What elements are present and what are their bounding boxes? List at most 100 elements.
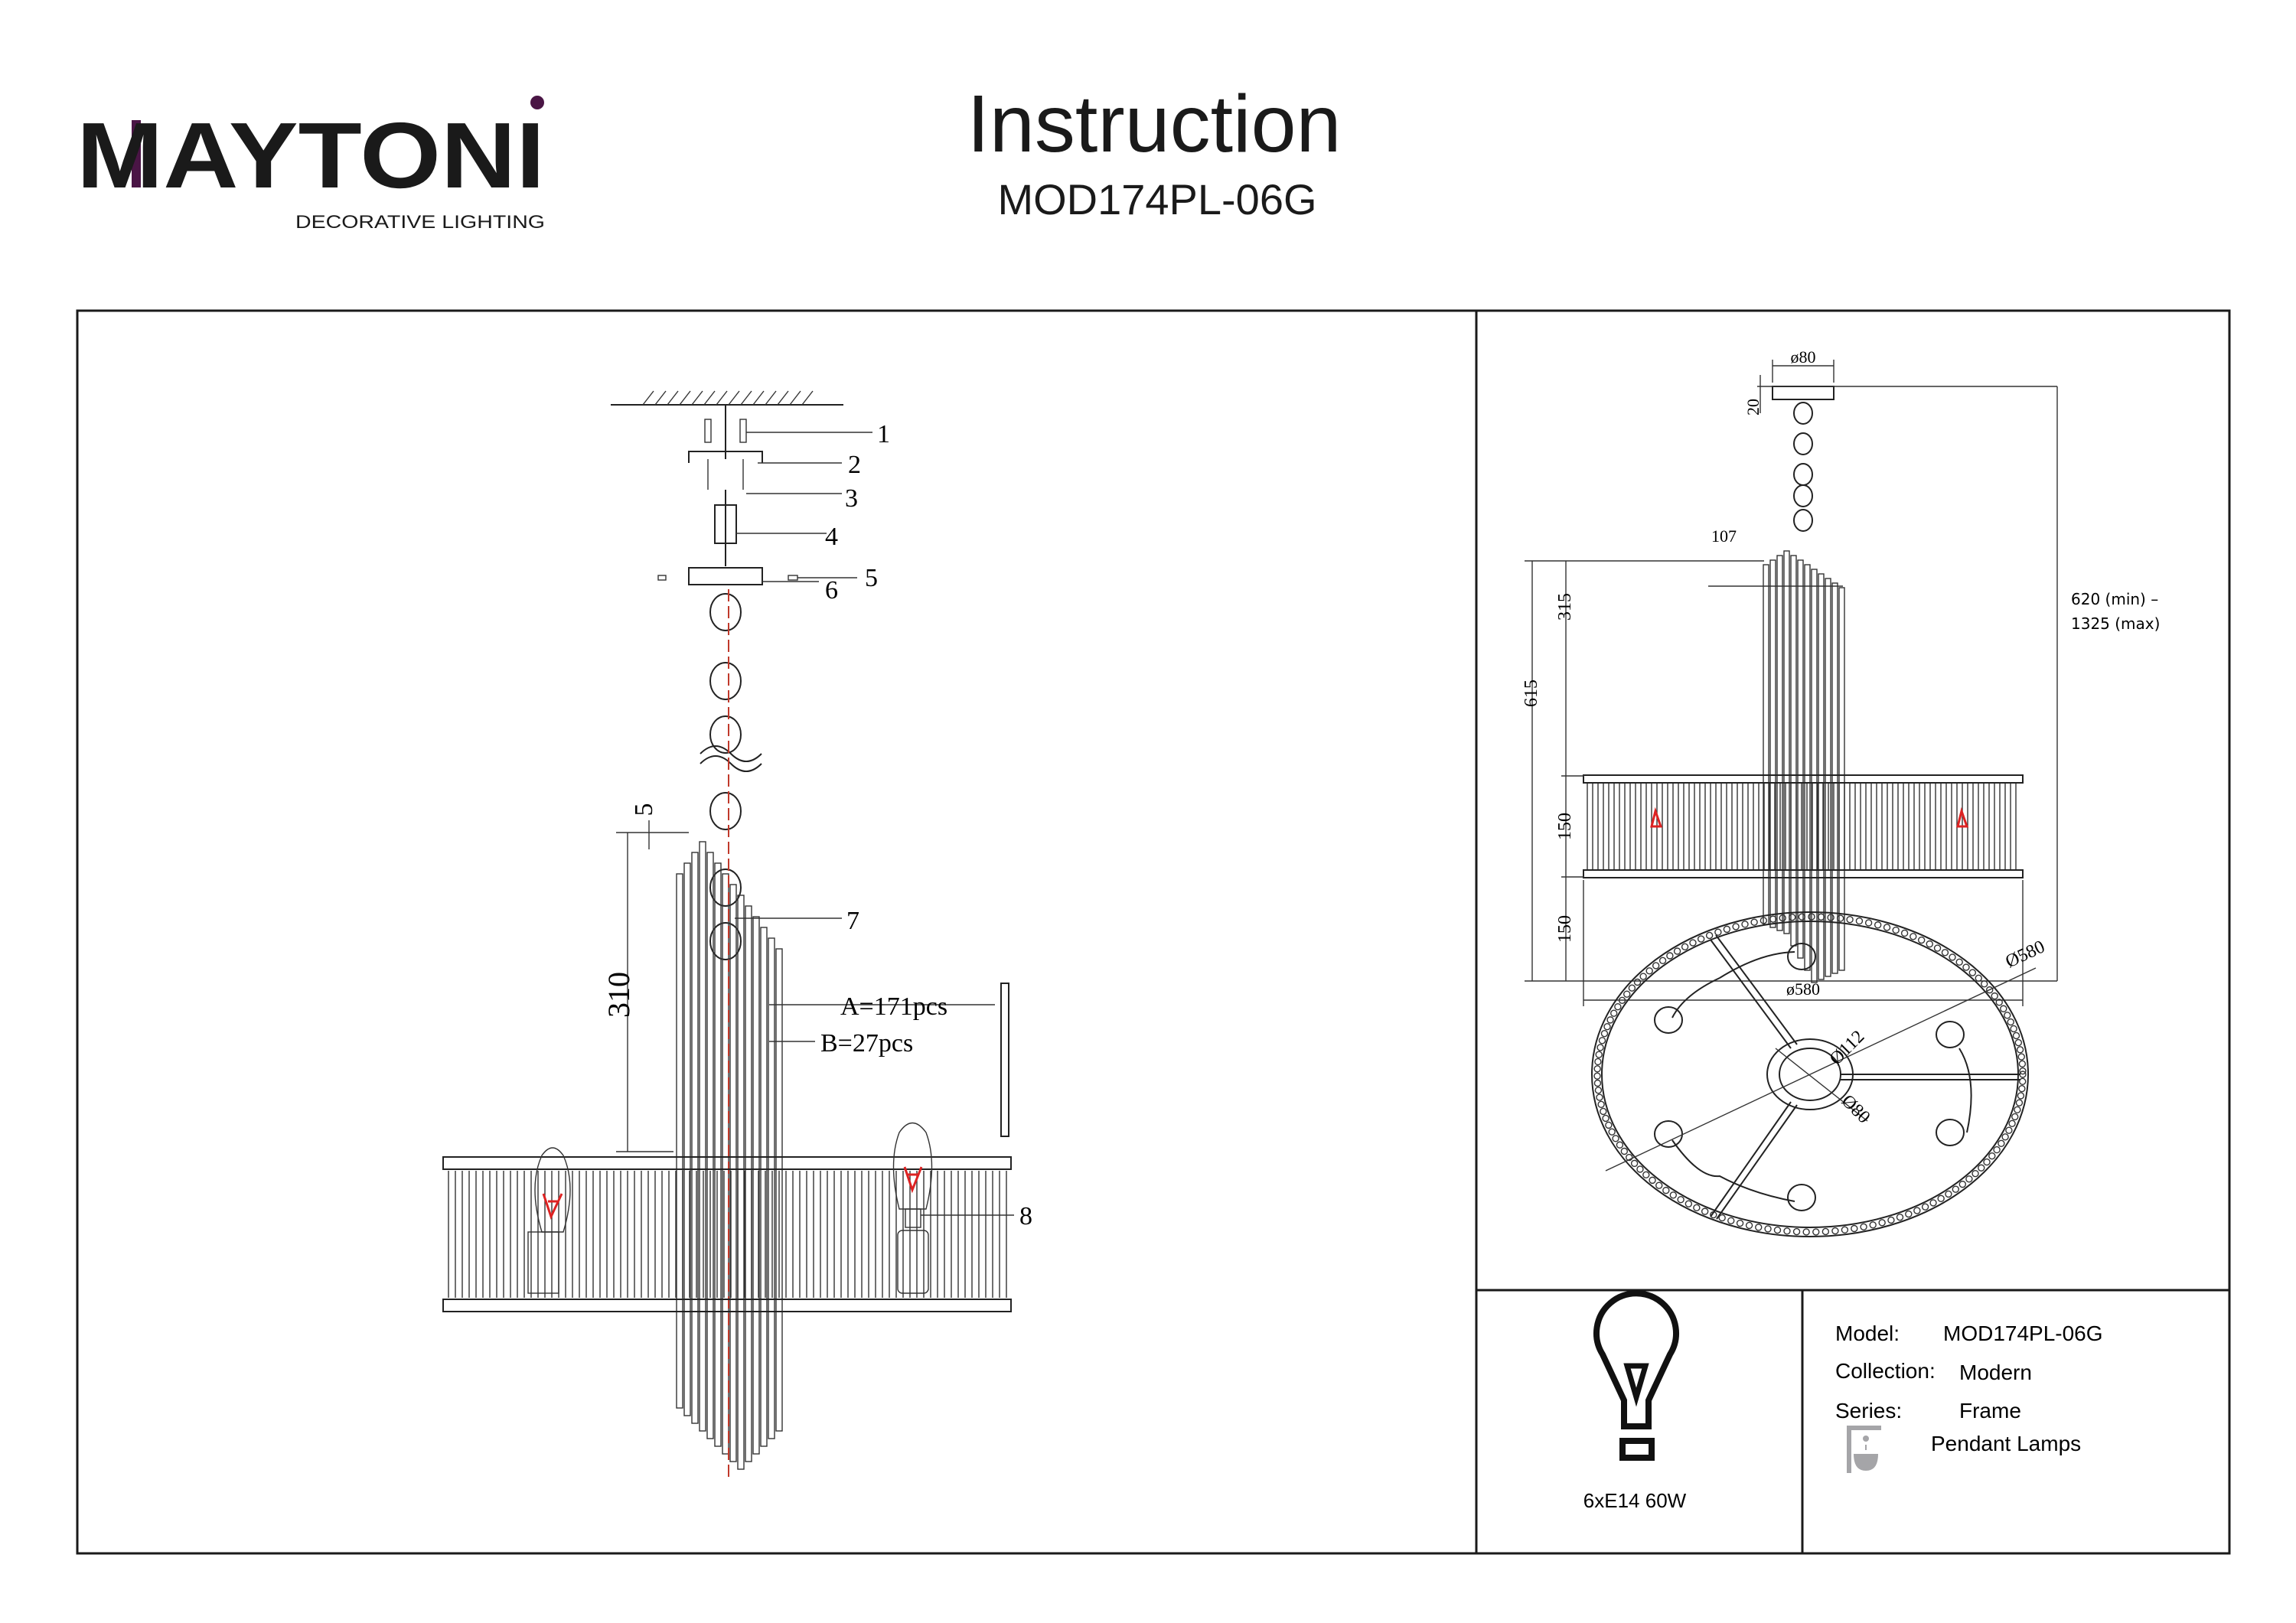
chain-link: [1793, 463, 1813, 486]
bead: [1968, 969, 1977, 976]
bead: [1952, 1185, 1960, 1193]
bead: [1596, 1044, 1604, 1051]
bead: [1874, 921, 1882, 929]
crystal-rod: [683, 862, 691, 1416]
bead: [1693, 1204, 1701, 1212]
maytoni-logo: MAYTONI DECORATIVE LIGHTING: [77, 96, 545, 233]
bead: [1910, 933, 1917, 940]
bead: [1593, 1065, 1601, 1073]
bulb-spec: 6xE14 60W: [1583, 1489, 1687, 1512]
logo-accent-bar: [132, 120, 141, 187]
bead: [2007, 1018, 2014, 1026]
ring-bottom-rim: [1583, 869, 2024, 878]
chain-link: [709, 869, 742, 907]
bead: [1602, 1114, 1609, 1123]
ring-top-rim: [442, 1156, 1012, 1170]
bead: [1600, 1029, 1609, 1038]
bead: [1962, 963, 1970, 971]
bead: [2012, 1031, 2020, 1040]
bead: [1666, 952, 1674, 960]
series-label: Series:: [1835, 1399, 1902, 1423]
dim-hub-diameter: Ø112: [1826, 1027, 1868, 1069]
ring-top-rim: [1583, 774, 2024, 784]
bead: [1929, 1199, 1937, 1207]
crystal-rod: [1818, 573, 1825, 980]
bead: [1831, 1227, 1839, 1235]
crystal-rod: [1825, 578, 1831, 977]
ring-crystals: [448, 1171, 1007, 1298]
chain-link: [1793, 484, 1813, 507]
bead: [1594, 1087, 1603, 1094]
bead: [1883, 924, 1891, 931]
bead: [1878, 1219, 1886, 1227]
bead: [1971, 1169, 1979, 1178]
bead: [2017, 1053, 2025, 1061]
bead: [1605, 1121, 1613, 1129]
bead: [1736, 1219, 1744, 1227]
bead: [1905, 1210, 1913, 1218]
bead: [1921, 1203, 1929, 1211]
hatch-line: [691, 390, 703, 406]
bead: [2019, 1077, 2027, 1086]
model-value: MOD174PL-06G: [1943, 1322, 2103, 1345]
hatch-line: [728, 390, 740, 406]
crystal-rod: [729, 884, 737, 1462]
bead: [1639, 973, 1647, 980]
bead: [1949, 953, 1956, 961]
bead: [1662, 1186, 1670, 1194]
hatch-line: [716, 390, 728, 406]
bead: [1616, 1141, 1624, 1149]
bead: [1649, 1176, 1656, 1185]
bead: [1628, 984, 1636, 992]
bead: [1975, 974, 1982, 983]
bottom-view-drawing: Ø580 Ø112 Ø80: [1591, 911, 2048, 1237]
dim-bottom-diameter: Ø580: [2003, 937, 2048, 972]
hatch-line: [667, 390, 679, 406]
hatch-line: [752, 390, 765, 406]
chain: [709, 593, 742, 960]
callout-7: 7: [846, 907, 859, 935]
dim-lower-height: 150: [1555, 915, 1575, 943]
bead: [1945, 1190, 1952, 1198]
chain-link: [1793, 432, 1813, 455]
document-title: Instruction: [967, 79, 1341, 169]
crystal-rod: [1804, 564, 1811, 971]
bead: [1792, 1227, 1801, 1236]
dim-310: 310: [602, 972, 636, 1018]
bead: [1855, 917, 1864, 925]
crystal-count-a: A=171pcs: [840, 992, 947, 1021]
crystal-count-b: B=27pcs: [820, 1029, 913, 1058]
bead: [1614, 1002, 1622, 1011]
crystal-rod: [752, 916, 760, 1455]
bead: [1937, 1194, 1945, 1203]
chain-link: [709, 593, 742, 631]
bead: [2005, 1126, 2013, 1134]
model-code-heading: MOD174PL-06G: [997, 175, 1316, 223]
bead: [1727, 1217, 1735, 1224]
bead: [1606, 1016, 1614, 1024]
bead: [1597, 1100, 1605, 1109]
bead: [1783, 1227, 1791, 1235]
bead: [1986, 986, 1994, 994]
bead: [1851, 1224, 1858, 1233]
chain-link: [709, 662, 742, 700]
bead: [1684, 1200, 1693, 1207]
crystal-rod: [737, 895, 745, 1470]
bead: [2001, 1133, 2009, 1141]
bead: [1705, 931, 1714, 940]
assembly-drawing: 310 5 1 2 3 4 5 6 7 8 A=171pcs B=27pcs: [442, 390, 1032, 1477]
bead: [1841, 1226, 1849, 1234]
bead: [2014, 1038, 2023, 1047]
callout-2: 2: [848, 451, 861, 479]
bead: [1610, 1009, 1618, 1017]
hatch-line: [765, 390, 777, 406]
light-bulb-icon: [1593, 1290, 1679, 1461]
crystal-rod: [676, 873, 683, 1409]
bead: [1595, 1051, 1603, 1058]
bead: [1593, 1072, 1601, 1080]
bead: [1760, 917, 1768, 924]
bead: [1642, 1171, 1650, 1179]
bead: [1723, 925, 1731, 934]
callout-1: 1: [877, 420, 890, 448]
bead: [2010, 1025, 2017, 1033]
